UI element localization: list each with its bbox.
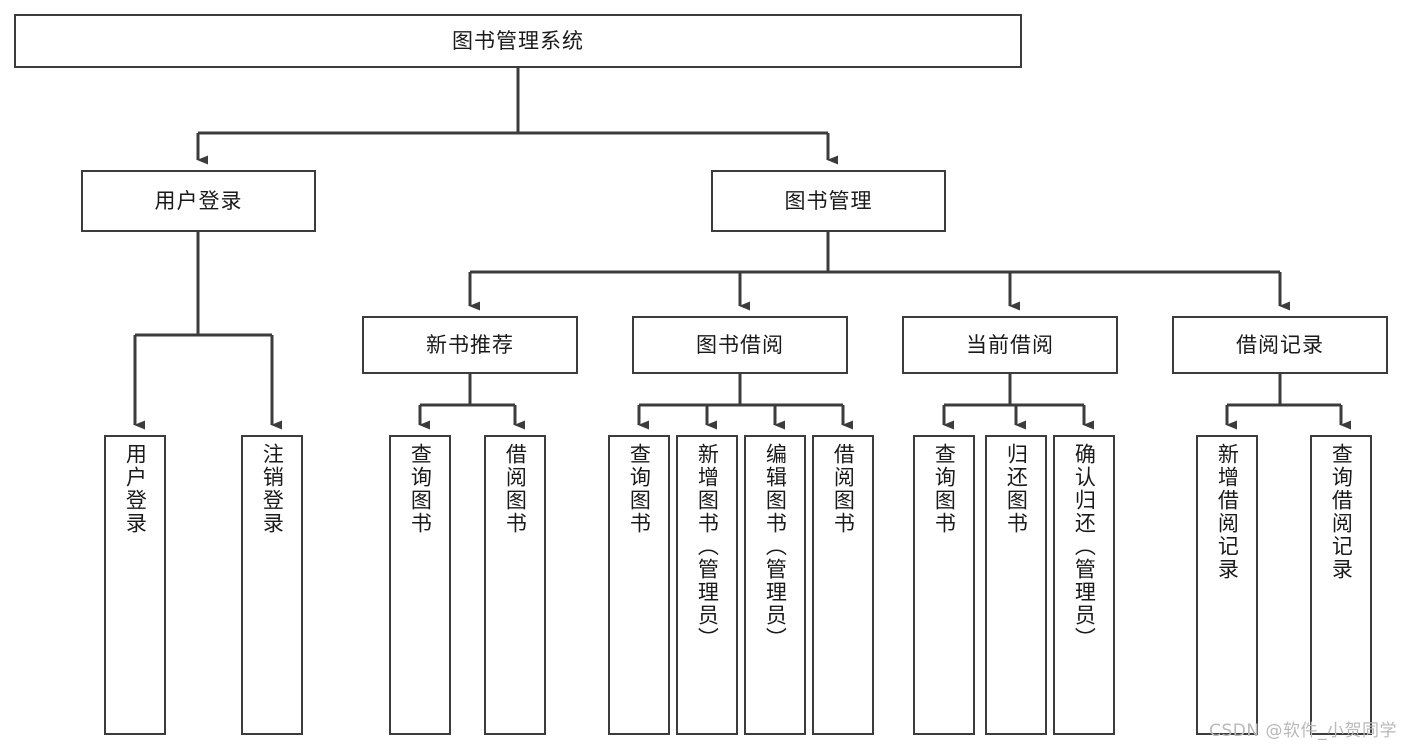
leaf-edit-book[interactable]: 编辑图书（管理员） (744, 435, 806, 735)
leaf-add-borrow-record[interactable]: 新增借阅记录 (1196, 435, 1258, 735)
leaf-query-book-current[interactable]: 查询图书 (913, 435, 975, 735)
node-user-login-label: 用户登录 (154, 188, 243, 213)
connector-book-manage-bus (468, 232, 1290, 311)
node-borrow-record-label: 借阅记录 (1236, 332, 1324, 357)
node-book-borrow-label: 图书借阅 (696, 332, 784, 357)
node-book-manage-label: 图书管理 (784, 188, 873, 213)
leaf-query-book-current-label: 查询图书 (932, 443, 957, 535)
leaf-add-book-label: 新增图书（管理员） (695, 443, 720, 650)
leaf-borrow-book-label: 借阅图书 (831, 443, 856, 535)
node-current-borrow[interactable]: 当前借阅 (902, 316, 1118, 374)
leaf-query-book-borrow[interactable]: 查询图书 (608, 435, 670, 735)
node-book-borrow[interactable]: 图书借阅 (632, 316, 848, 374)
connector-current-borrow-bus (942, 374, 1094, 430)
node-root[interactable]: 图书管理系统 (14, 14, 1022, 68)
node-current-borrow-label: 当前借阅 (966, 332, 1054, 357)
leaf-return-book[interactable]: 归还图书 (985, 435, 1047, 735)
node-new-book-recommend[interactable]: 新书推荐 (362, 316, 578, 374)
leaf-return-book-label: 归还图书 (1004, 443, 1029, 535)
leaf-borrow-book[interactable]: 借阅图书 (812, 435, 874, 735)
node-book-manage[interactable]: 图书管理 (711, 170, 946, 232)
leaf-query-borrow-record-label: 查询借阅记录 (1329, 443, 1354, 581)
leaf-query-book-recommend[interactable]: 查询图书 (389, 435, 451, 735)
leaf-user-logout-label: 注销登录 (260, 443, 285, 535)
leaf-confirm-return[interactable]: 确认归还（管理员） (1053, 435, 1115, 735)
leaf-add-book[interactable]: 新增图书（管理员） (676, 435, 738, 735)
node-new-book-recommend-label: 新书推荐 (426, 332, 514, 357)
node-user-login[interactable]: 用户登录 (81, 170, 316, 232)
leaf-user-logout[interactable]: 注销登录 (241, 435, 303, 735)
leaf-edit-book-label: 编辑图书（管理员） (763, 443, 788, 650)
leaf-user-login-label: 用户登录 (123, 443, 148, 535)
leaf-borrow-book-recommend[interactable]: 借阅图书 (484, 435, 546, 735)
leaf-add-borrow-record-label: 新增借阅记录 (1215, 443, 1240, 581)
connector-user-login-bus (133, 232, 282, 430)
connector-borrow-record-bus (1225, 374, 1351, 430)
connector-new-book-bus (418, 374, 525, 430)
leaf-confirm-return-label: 确认归还（管理员） (1072, 443, 1097, 650)
leaf-query-book-recommend-label: 查询图书 (408, 443, 433, 535)
connector-book-borrow-bus (637, 374, 853, 430)
leaf-borrow-book-recommend-label: 借阅图书 (503, 443, 528, 535)
watermark-text: CSDN @软件_小贺同学 (1209, 721, 1397, 741)
node-borrow-record[interactable]: 借阅记录 (1172, 316, 1388, 374)
node-root-label: 图书管理系统 (452, 28, 584, 53)
leaf-query-book-borrow-label: 查询图书 (627, 443, 652, 535)
leaf-user-login[interactable]: 用户登录 (104, 435, 166, 735)
connector-root-bus (196, 68, 838, 165)
leaf-query-borrow-record[interactable]: 查询借阅记录 (1310, 435, 1372, 735)
